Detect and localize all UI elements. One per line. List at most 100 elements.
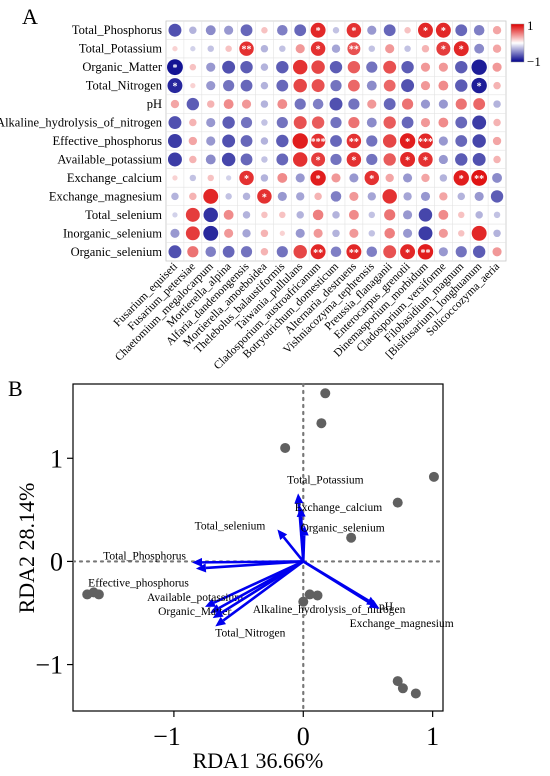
heatmap-circle — [403, 210, 413, 220]
heatmap-circle — [189, 118, 197, 127]
heatmap-circle — [240, 153, 253, 166]
heatmap-circle — [403, 192, 412, 201]
heatmap-circle — [383, 60, 397, 74]
heatmap-row-label: Organic_selenium — [71, 245, 163, 259]
rda-sample-point — [392, 497, 403, 508]
heatmap-circle — [457, 192, 465, 201]
significance-label: * — [316, 26, 321, 37]
rda-sample-point — [316, 418, 327, 429]
heatmap-circle — [493, 118, 501, 127]
heatmap-circle — [188, 136, 198, 146]
heatmap-circle — [346, 133, 362, 149]
heatmap-circle — [493, 211, 501, 219]
heatmap-circle — [205, 154, 216, 165]
heatmap-circle — [172, 175, 178, 181]
heatmap-circle — [458, 230, 465, 237]
heatmap-row-label: Total_Phosphorus — [72, 23, 162, 37]
heatmap-circle — [438, 154, 448, 165]
heatmap-circle — [293, 78, 307, 93]
rda-sample-point — [312, 590, 323, 601]
heatmap-circle — [292, 133, 308, 149]
heatmap-circle — [438, 80, 449, 91]
heatmap-circle — [239, 41, 254, 56]
rda-arrow-shaft — [205, 560, 304, 570]
heatmap-circle — [314, 192, 322, 201]
heatmap-circle — [261, 211, 268, 219]
rda-sample-point — [93, 589, 104, 600]
panel-a-label: A — [22, 4, 38, 29]
heatmap-circle — [276, 116, 288, 129]
significance-label: * — [351, 155, 356, 166]
heatmap-circle — [349, 173, 359, 183]
rda-arrow-label: Effective_phosphorus — [88, 578, 189, 590]
rda-y-axis-label: RDA2 28.14% — [14, 483, 39, 614]
heatmap-circle — [367, 192, 376, 201]
heatmap-circle — [203, 225, 219, 241]
rda-sample-point — [298, 596, 309, 607]
heatmap-circle — [455, 24, 468, 37]
heatmap-circle — [295, 173, 305, 183]
heatmap-circle — [205, 25, 216, 36]
heatmap-circle — [383, 245, 397, 259]
heatmap-circle — [206, 117, 216, 128]
rda-arrow-label: Available_potassium — [147, 592, 243, 604]
heatmap-grid — [166, 21, 506, 261]
heatmap-circle — [172, 212, 178, 218]
colorbar — [510, 23, 525, 63]
heatmap-circle — [453, 41, 469, 57]
significance-label: * — [405, 155, 410, 166]
significance-label: ** — [420, 248, 430, 259]
heatmap-circle — [260, 248, 269, 256]
heatmap-circle — [276, 79, 289, 92]
heatmap-circle — [171, 192, 179, 201]
heatmap-circle — [311, 79, 325, 93]
heatmap-circle — [189, 63, 197, 71]
rda-y-tick-label: −1 — [35, 651, 63, 680]
significance-label: * — [477, 82, 482, 93]
heatmap-circle — [292, 152, 308, 167]
rda-arrow-label: Total_selenium — [195, 520, 266, 532]
heatmap-circle — [385, 44, 395, 54]
heatmap-circle — [492, 247, 502, 257]
heatmap-circle — [190, 46, 196, 52]
significance-label: * — [405, 137, 410, 148]
heatmap-circle — [474, 191, 484, 201]
heatmap-circle — [294, 24, 307, 37]
heatmap-circle — [240, 246, 253, 258]
heatmap-circle — [261, 26, 268, 34]
heatmap-row-label: Exchange_calcium — [67, 171, 162, 185]
heatmap-circle — [189, 155, 197, 164]
heatmap-circle — [261, 119, 268, 126]
heatmap-circle — [223, 80, 235, 92]
heatmap-circle — [349, 228, 359, 238]
heatmap-circle — [206, 136, 216, 146]
heatmap-circle — [439, 174, 448, 182]
heatmap-circle — [186, 97, 200, 111]
heatmap-circle — [331, 173, 341, 183]
rda-sample-point — [428, 471, 439, 482]
significance-label: *** — [418, 137, 433, 148]
significance-label: * — [423, 26, 428, 37]
heatmap-circle — [438, 117, 449, 128]
rda-arrow-label: pH — [379, 601, 393, 613]
heatmap-circle — [383, 24, 396, 37]
heatmap-circle — [471, 59, 487, 75]
heatmap-circle — [418, 133, 433, 149]
heatmap-circle — [310, 244, 326, 260]
heatmap-circle — [474, 43, 485, 54]
heatmap-circle — [225, 45, 232, 52]
heatmap-circle — [472, 115, 487, 130]
heatmap-circle — [222, 134, 236, 148]
significance-label: ** — [313, 248, 323, 259]
heatmap-circle — [260, 229, 269, 238]
heatmap-circle — [168, 23, 182, 37]
heatmap-circle — [312, 209, 324, 221]
heatmap-circle — [455, 135, 468, 147]
heatmap-circle — [167, 152, 182, 167]
heatmap-circle — [223, 209, 234, 220]
heatmap-circle — [203, 207, 218, 223]
heatmap-circle — [364, 170, 380, 186]
rda-plot-frame — [72, 383, 444, 712]
heatmap-circle — [383, 153, 396, 166]
heatmap-circle — [368, 230, 376, 237]
